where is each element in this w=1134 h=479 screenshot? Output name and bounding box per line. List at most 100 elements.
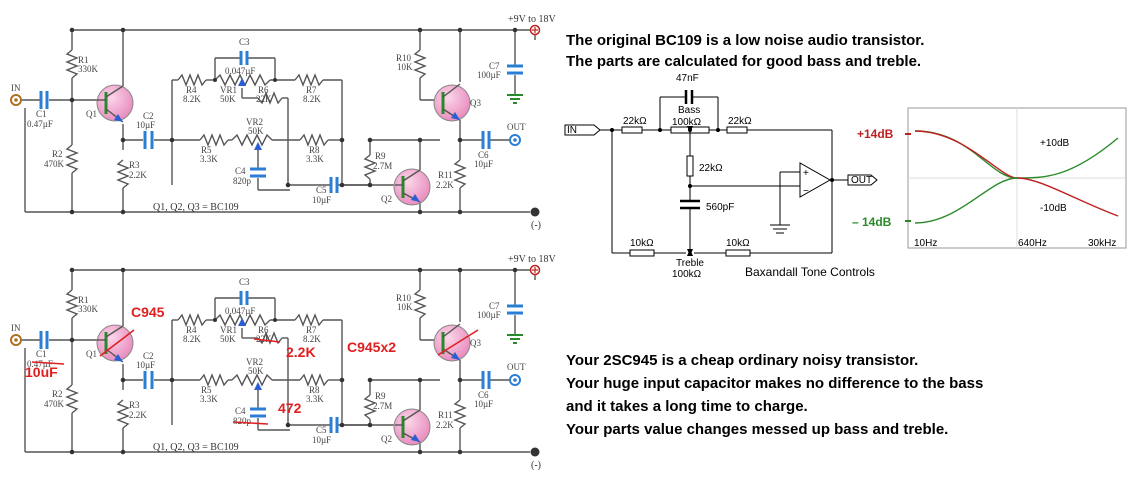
svg-text:8.2K: 8.2K xyxy=(183,334,201,344)
svg-text:10K: 10K xyxy=(397,302,413,312)
svg-text:2.2K: 2.2K xyxy=(436,420,454,430)
svg-text:The original BC109 is a low no: The original BC109 is a low noise audio … xyxy=(566,32,924,49)
svg-text:2.2K: 2.2K xyxy=(129,410,147,420)
svg-text:100kΩ: 100kΩ xyxy=(672,117,702,128)
svg-text:+9V to 18V: +9V to 18V xyxy=(508,254,556,265)
svg-text:The parts are calculated for g: The parts are calculated for good bass a… xyxy=(566,53,921,70)
svg-text:Q1: Q1 xyxy=(86,109,97,119)
svg-text:R4: R4 xyxy=(186,325,197,335)
svg-text:R11: R11 xyxy=(438,170,453,180)
r6-strike xyxy=(253,338,281,343)
svg-text:10µF: 10µF xyxy=(136,360,155,370)
c1-replacement: 10uF xyxy=(25,364,58,380)
svg-text:R6: R6 xyxy=(258,325,269,335)
svg-text:+10dB: +10dB xyxy=(1040,138,1070,149)
svg-text:R11: R11 xyxy=(438,410,453,420)
svg-text:2.7M: 2.7M xyxy=(373,401,392,411)
original-schematic xyxy=(9,24,541,218)
svg-text:C7: C7 xyxy=(489,61,500,71)
q1-replacement: C945 xyxy=(131,304,165,320)
svg-text:22kΩ: 22kΩ xyxy=(699,163,723,174)
svg-text:10µF: 10µF xyxy=(312,195,331,205)
svg-text:Your huge input capacitor make: Your huge input capacitor makes no diffe… xyxy=(566,375,983,392)
q23-replacement: C945x2 xyxy=(347,339,396,355)
svg-text:Q2: Q2 xyxy=(381,194,392,204)
r6-replacement: 2.2K xyxy=(286,344,316,360)
svg-text:22kΩ: 22kΩ xyxy=(623,116,647,127)
svg-text:10µF: 10µF xyxy=(312,435,331,445)
svg-text:2.2K: 2.2K xyxy=(129,170,147,180)
svg-text:R4: R4 xyxy=(186,85,197,95)
notes-top: The original BC109 is a low noise audio … xyxy=(566,32,924,70)
red-corrections: C945 10uF 2.2K 472 C945x2 xyxy=(25,304,479,425)
svg-text:C3: C3 xyxy=(239,37,250,47)
svg-text:470K: 470K xyxy=(44,399,65,409)
svg-text:R9: R9 xyxy=(375,151,386,161)
svg-text:and it takes a long time to ch: and it takes a long time to charge. xyxy=(566,398,808,415)
svg-text:R5: R5 xyxy=(201,385,212,395)
svg-text:50K: 50K xyxy=(248,366,264,376)
svg-text:0.047µF: 0.047µF xyxy=(225,306,255,316)
svg-text:0.047µF: 0.047µF xyxy=(225,66,255,76)
baxandall-schematic: IN OUT 47nF Bass 100kΩ 22kΩ 22kΩ 22kΩ 56… xyxy=(564,73,878,280)
svg-text:100µF: 100µF xyxy=(477,70,501,80)
svg-text:C7: C7 xyxy=(489,301,500,311)
svg-text:VR2: VR2 xyxy=(246,117,263,127)
bass-boost-curve xyxy=(914,177,1018,224)
svg-text:820p: 820p xyxy=(233,176,252,186)
svg-text:+: + xyxy=(803,168,809,179)
svg-text:3.3K: 3.3K xyxy=(306,154,324,164)
svg-text:R1: R1 xyxy=(78,295,89,305)
svg-text:IN: IN xyxy=(567,125,577,136)
svg-text:R3: R3 xyxy=(129,400,140,410)
svg-text:330K: 330K xyxy=(78,64,99,74)
svg-text:C6: C6 xyxy=(478,150,489,160)
notes-bottom: Your 2SC945 is a cheap ordinary noisy tr… xyxy=(566,352,983,438)
svg-text:100µF: 100µF xyxy=(477,310,501,320)
svg-text:3.3K: 3.3K xyxy=(200,154,218,164)
svg-text:47nF: 47nF xyxy=(676,73,699,84)
svg-text:C2: C2 xyxy=(143,111,154,121)
svg-text:10Hz: 10Hz xyxy=(914,238,937,249)
svg-text:10kΩ: 10kΩ xyxy=(726,238,750,249)
c1-strike xyxy=(31,361,65,365)
svg-text:10K: 10K xyxy=(397,62,413,72)
svg-text:C4: C4 xyxy=(235,406,246,416)
svg-text:R5: R5 xyxy=(201,145,212,155)
svg-text:10µF: 10µF xyxy=(474,159,493,169)
q1-strike xyxy=(99,329,135,357)
svg-text:560pF: 560pF xyxy=(706,202,734,213)
svg-text:2.2K: 2.2K xyxy=(436,180,454,190)
svg-text:470K: 470K xyxy=(44,159,65,169)
svg-text:−: − xyxy=(803,186,809,197)
svg-text:IN: IN xyxy=(11,323,21,333)
svg-text:8.2K: 8.2K xyxy=(303,94,321,104)
svg-text:R8: R8 xyxy=(309,385,320,395)
svg-text:C3: C3 xyxy=(239,277,250,287)
svg-text:C1: C1 xyxy=(36,349,47,359)
svg-text:0.47µF: 0.47µF xyxy=(27,359,53,369)
svg-text:C5: C5 xyxy=(316,425,327,435)
c4-replacement: 472 xyxy=(278,400,302,416)
minus-14db-label: – 14dB xyxy=(852,215,892,229)
plus-14db-label: +14dB xyxy=(857,127,894,141)
svg-text:50K: 50K xyxy=(220,94,236,104)
svg-text:R3: R3 xyxy=(129,160,140,170)
svg-text:0.47µF: 0.47µF xyxy=(27,119,53,129)
svg-text:R2: R2 xyxy=(52,149,63,159)
svg-text:C1: C1 xyxy=(36,109,47,119)
ground-label: (-) xyxy=(531,220,541,231)
svg-text:3.3K: 3.3K xyxy=(306,394,324,404)
c4-strike xyxy=(232,421,269,425)
svg-text:8.2K: 8.2K xyxy=(303,334,321,344)
svg-text:3.3K: 3.3K xyxy=(200,394,218,404)
svg-text:Your parts value changes messe: Your parts value changes messed up bass … xyxy=(566,421,948,438)
svg-text:10µF: 10µF xyxy=(136,120,155,130)
svg-text:30kHz: 30kHz xyxy=(1088,238,1116,249)
svg-text:Q3: Q3 xyxy=(470,338,481,348)
svg-text:22kΩ: 22kΩ xyxy=(728,116,752,127)
svg-text:R8: R8 xyxy=(309,145,320,155)
svg-text:100kΩ: 100kΩ xyxy=(672,269,702,280)
svg-text:C5: C5 xyxy=(316,185,327,195)
